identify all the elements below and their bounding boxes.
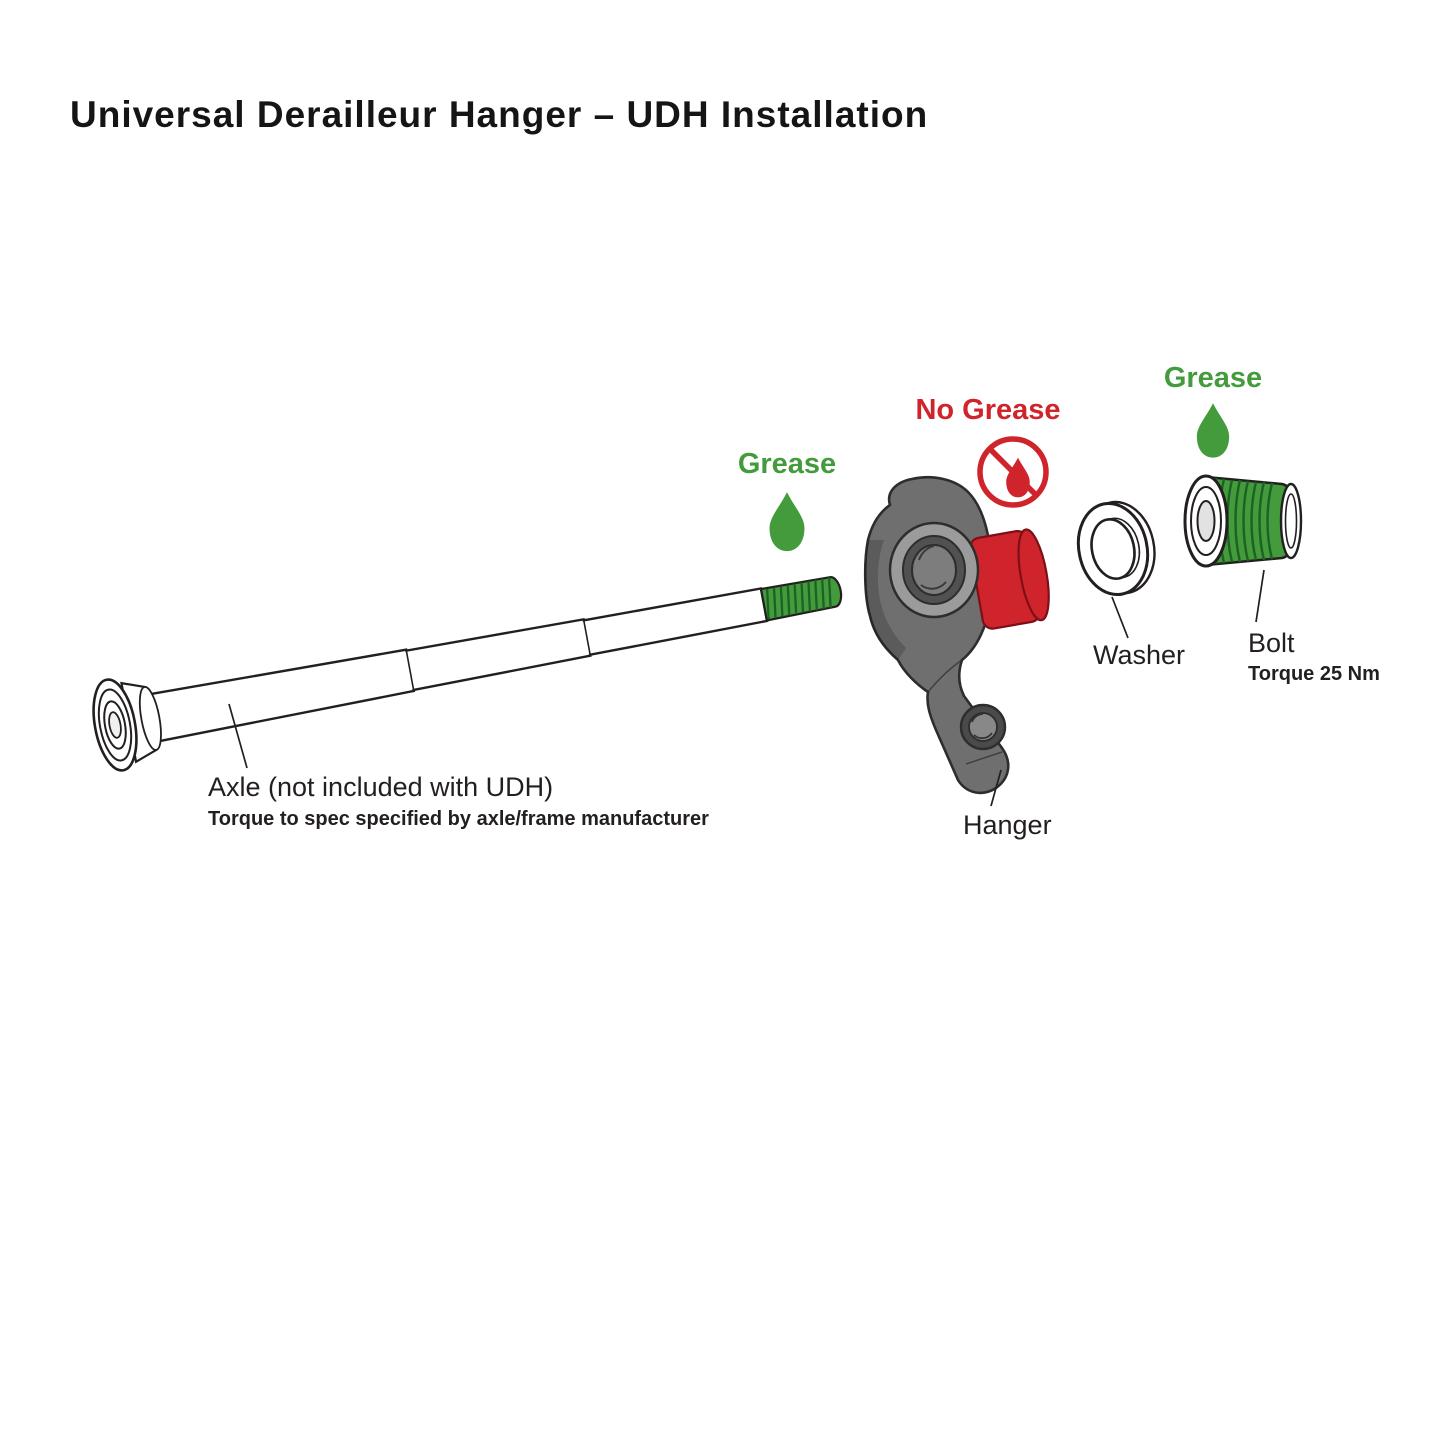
bolt-label: Bolt [1248,628,1295,658]
hanger-red-boss [969,528,1050,630]
axle-torque-note: Torque to spec specified by axle/frame m… [208,808,709,830]
axle-shaft [142,587,769,744]
washer-illustration [1076,500,1156,597]
hanger-hole-thread [918,545,935,561]
axle-thread-lines [765,577,832,620]
no-grease-callout: No Grease [915,394,1061,426]
bolt-end-ring [1284,493,1298,549]
washer-leader-line [1111,596,1129,639]
hanger-label: Hanger [963,810,1052,840]
grease-bolt-callout: Grease [1163,362,1263,394]
bolt-socket [1196,500,1216,542]
axle-leader-line [228,703,248,769]
hanger-lower-hole-bore [968,712,998,742]
axle-step-line [405,649,415,692]
page-title: Universal Derailleur Hanger – UDH Instal… [70,94,929,135]
axle-head-collar-edge [138,686,162,751]
axle-illustration [92,576,843,772]
bolt-torque-note: Torque 25 Nm [1248,663,1380,685]
grease-droplet-bolt-icon [1196,403,1230,458]
axle-step-line [582,619,592,656]
hanger-shading [865,540,906,660]
hanger-tip-line [965,751,1003,765]
bolt-leader-line [1255,569,1265,623]
hanger-lower-hole-thread [973,732,993,740]
hanger-lower-hole-thread [971,713,984,723]
hanger-leader-line [990,769,1002,807]
grease-axle-callout: Grease [737,448,837,480]
hanger-hole-thread [920,581,947,590]
hanger-hole-bore [911,544,957,596]
bolt-illustration [1183,474,1303,568]
hanger-illustration [863,475,1050,795]
axle-head-socket [108,711,122,739]
axle-label: Axle (not included with UDH) [208,772,554,802]
washer-label: Washer [1093,640,1186,670]
no-grease-icon [977,436,1049,508]
grease-droplet-axle-icon [769,492,805,552]
leader-lines [228,569,1265,807]
hanger-facet-line [927,659,963,693]
